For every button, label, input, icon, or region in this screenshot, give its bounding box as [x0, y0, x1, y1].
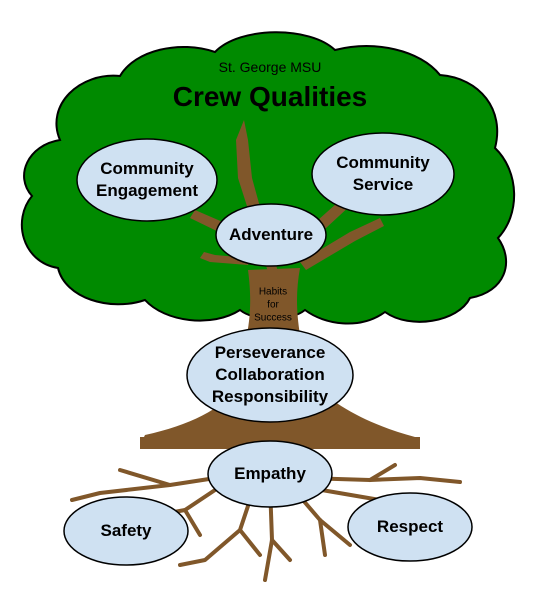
community-service-label: Community Service	[336, 152, 430, 196]
tree-canopy	[20, 31, 516, 325]
community-service-line-1: Community	[336, 153, 430, 172]
school-name: St. George MSU	[218, 59, 322, 75]
community-engagement-line-2: Engagement	[95, 181, 199, 200]
oval-trunk-values	[186, 327, 354, 423]
quality-ovals	[63, 132, 473, 566]
community-engagement-label: Community Engagement	[96, 158, 198, 202]
empathy-label: Empathy	[234, 464, 306, 483]
community-engagement-line-1: Community	[100, 159, 194, 178]
habits-line-2: for	[267, 299, 279, 311]
perseverance-label: Perseverance	[214, 343, 326, 362]
oval-adventure	[215, 203, 327, 267]
habits-line-3: Success	[254, 312, 292, 324]
oval-empathy	[207, 440, 333, 508]
habits-line-1: Habits	[258, 286, 288, 298]
oval-safety	[63, 496, 189, 566]
oval-respect	[347, 492, 473, 562]
oval-community-engagement	[76, 138, 218, 222]
respect-label: Respect	[376, 517, 444, 536]
community-service-line-2: Service	[352, 175, 414, 194]
adventure-label: Adventure	[228, 225, 314, 244]
trunk-values-label: Perseverance Collaboration Responsibilit…	[212, 342, 328, 408]
safety-label: Safety	[100, 521, 152, 540]
collaboration-label: Collaboration	[215, 365, 325, 384]
page-title: Crew Qualities	[172, 81, 368, 112]
responsibility-label: Responsibility	[211, 387, 329, 406]
habits-for-success-label: Habits for Success	[254, 286, 292, 325]
oval-community-service	[311, 132, 455, 216]
